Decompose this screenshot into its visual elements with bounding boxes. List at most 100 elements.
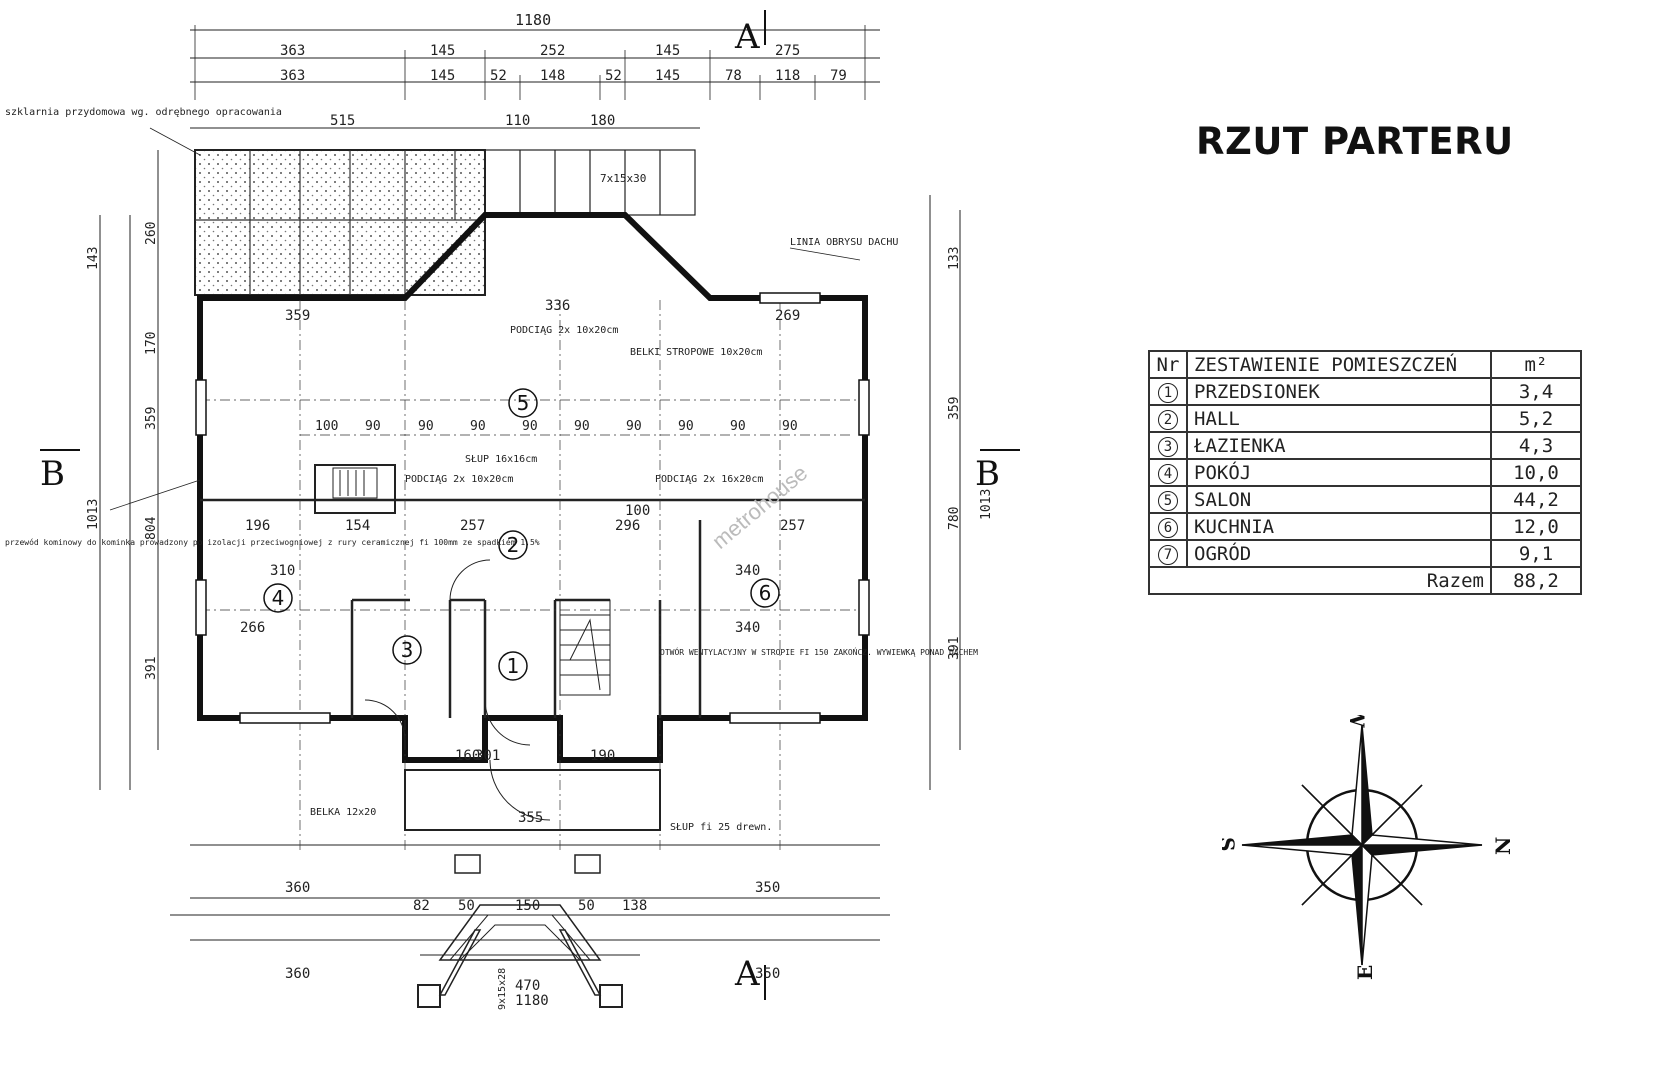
row-number: 4 bbox=[1158, 464, 1178, 484]
grid-dim: 90 bbox=[626, 419, 642, 434]
dim-left: 359 bbox=[144, 407, 159, 430]
dim-right: 391 bbox=[947, 637, 962, 660]
chimney-note: przewód kominowy do kominka prowadzony p… bbox=[5, 537, 540, 547]
room-dim: 296 bbox=[615, 518, 640, 534]
grid-dim: 90 bbox=[365, 419, 381, 434]
beam-label-1: PODCIĄG 2x 10x20cm bbox=[510, 325, 618, 336]
glazing-note: szklarnia przydomowa wg. odrębnego oprac… bbox=[5, 107, 282, 118]
beam-label-2: PODCIĄG 2x 10x20cm bbox=[405, 474, 513, 485]
room-area: 12,0 bbox=[1490, 512, 1582, 541]
grid-dim: 90 bbox=[470, 419, 486, 434]
table-row: 2 HALL 5,2 bbox=[1148, 404, 1582, 433]
grid-dim: 90 bbox=[678, 419, 694, 434]
table-row: 1 PRZEDSIONEK 3,4 bbox=[1148, 377, 1582, 406]
grid-dim: 90 bbox=[522, 419, 538, 434]
room-dim: 154 bbox=[345, 518, 370, 534]
vent-note: OTWÓR WENTYLACYJNY W STROPIE FI 150 ZAKO… bbox=[660, 646, 978, 657]
room-dim: 160 bbox=[455, 748, 480, 764]
room-dim: 301 bbox=[475, 748, 500, 764]
dim-top-3: 180 bbox=[590, 113, 615, 129]
section-mark-b-right: B bbox=[975, 454, 1000, 494]
row-number: 3 bbox=[1158, 437, 1178, 457]
table-total-row: Razem 88,2 bbox=[1148, 566, 1582, 595]
room-number-4: 4 bbox=[272, 586, 285, 610]
dim-top-2: 118 bbox=[775, 68, 800, 84]
room-area: 5,2 bbox=[1490, 404, 1582, 433]
grid-dim: 90 bbox=[574, 419, 590, 434]
room-area: 44,2 bbox=[1490, 485, 1582, 514]
row-number: 7 bbox=[1158, 545, 1178, 565]
stairs-bottom-label: 9x15x28 bbox=[497, 968, 508, 1010]
room-dim: 266 bbox=[240, 620, 265, 636]
room-dim: 196 bbox=[245, 518, 270, 534]
room-dim: 257 bbox=[780, 518, 805, 534]
compass-n: N bbox=[1491, 837, 1512, 855]
room-area: 4,3 bbox=[1490, 431, 1582, 460]
room-number-1: 1 bbox=[507, 654, 520, 678]
compass-rose-icon: W E S N bbox=[1222, 715, 1512, 980]
dim-top-1: 252 bbox=[540, 43, 565, 59]
grid-dim: 90 bbox=[418, 419, 434, 434]
column-label: SŁUP 16x16cm bbox=[465, 454, 537, 465]
dim-right: 1013 bbox=[979, 489, 994, 520]
room-number-3: 3 bbox=[401, 638, 414, 662]
dim-bottom-1: 360 bbox=[285, 880, 310, 896]
dim-bottom-6: 1180 bbox=[515, 993, 549, 1009]
room-name: OGRÓD bbox=[1186, 539, 1492, 568]
room-number-6: 6 bbox=[759, 581, 772, 605]
room-number-2: 2 bbox=[507, 533, 520, 557]
dim-left: 1013 bbox=[86, 499, 101, 530]
dim-top-1: 275 bbox=[775, 43, 800, 59]
table-row: 5 SALON 44,2 bbox=[1148, 485, 1582, 514]
compass-e: E bbox=[1353, 965, 1377, 980]
dim-bottom-2: 50 bbox=[578, 898, 595, 914]
section-mark-b-left: B bbox=[40, 454, 65, 494]
dim-top-2: 78 bbox=[725, 68, 742, 84]
joists-label: BELKI STROPOWE 10x20cm bbox=[630, 347, 762, 358]
row-number: 5 bbox=[1158, 491, 1178, 511]
section-mark-a-top: A bbox=[734, 17, 760, 57]
dim-top-1: 145 bbox=[655, 43, 680, 59]
dim-bottom-2: 150 bbox=[515, 898, 540, 914]
grid-dim: 90 bbox=[730, 419, 746, 434]
room-name: HALL bbox=[1186, 404, 1492, 433]
table-row: 6 KUCHNIA 12,0 bbox=[1148, 512, 1582, 541]
compass-w: W bbox=[1345, 715, 1369, 728]
room-dim: 340 bbox=[735, 563, 760, 579]
section-mark-a-bottom: A bbox=[734, 954, 760, 994]
room-name: PRZEDSIONEK bbox=[1186, 377, 1492, 406]
dim-top-1: 363 bbox=[280, 43, 305, 59]
dim-top-1: 145 bbox=[430, 43, 455, 59]
table-row: 4 POKÓJ 10,0 bbox=[1148, 458, 1582, 487]
col-name: ZESTAWIENIE POMIESZCZEŃ bbox=[1186, 350, 1492, 379]
dim-top-total: 1180 bbox=[515, 11, 551, 29]
col-area: m² bbox=[1490, 350, 1582, 379]
room-dim: 190 bbox=[590, 748, 615, 764]
floor-plan-drawing: A A B B 1180 363 145 252 145 275 363 145… bbox=[5, 10, 1020, 1010]
grid-dim: 90 bbox=[782, 419, 798, 434]
beam-label-3: PODCIĄG 2x 16x20cm bbox=[655, 474, 763, 485]
room-number-5: 5 bbox=[517, 391, 530, 415]
dim-top-3: 515 bbox=[330, 113, 355, 129]
row-number: 6 bbox=[1158, 518, 1178, 538]
room-name: POKÓJ bbox=[1186, 458, 1492, 487]
dim-top-2: 145 bbox=[655, 68, 680, 84]
dim-left: 143 bbox=[86, 247, 101, 270]
room-area: 10,0 bbox=[1490, 458, 1582, 487]
room-name: ŁAZIENKA bbox=[1186, 431, 1492, 460]
room-dim: 310 bbox=[270, 563, 295, 579]
dim-right: 359 bbox=[947, 397, 962, 420]
dim-left: 804 bbox=[144, 516, 159, 540]
stairs-top-label: 7x15x30 bbox=[600, 172, 646, 185]
room-dim: 269 bbox=[775, 308, 800, 324]
room-area: 3,4 bbox=[1490, 377, 1582, 406]
dim-right: 133 bbox=[947, 247, 962, 270]
dim-top-2: 148 bbox=[540, 68, 565, 84]
room-dim: 336 bbox=[545, 298, 570, 314]
table-row: 7 OGRÓD 9,1 bbox=[1148, 539, 1582, 568]
dim-bottom-2: 82 bbox=[413, 898, 430, 914]
dim-top-2: 52 bbox=[605, 68, 622, 84]
dim-bottom-2: 50 bbox=[458, 898, 475, 914]
grid-dim: 100 bbox=[315, 419, 338, 434]
roof-line-label: LINIA OBRYSU DACHU bbox=[790, 237, 898, 248]
